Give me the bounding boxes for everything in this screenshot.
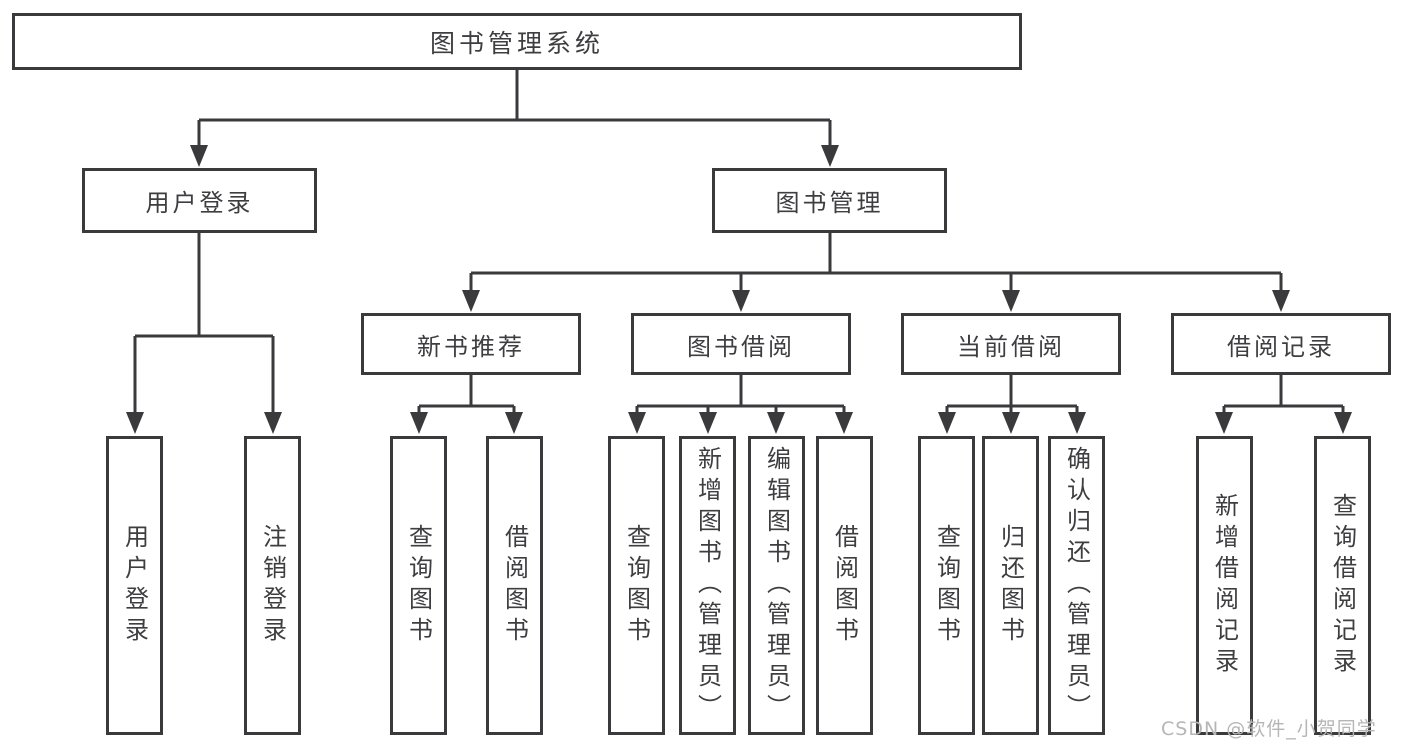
node-label: 图书借阅 [687, 332, 795, 361]
leaf-label: 借阅图书 [830, 523, 859, 648]
leaf-label: 编辑图书（管理员） [762, 446, 791, 725]
node-current-borrowing: 当前借阅 [901, 313, 1121, 375]
leaf-label: 新增图书（管理员） [693, 446, 722, 725]
watermark-text: CSDN @软件_小贺同学 [1161, 718, 1377, 740]
leaf-return-books: 归还图书 [982, 436, 1039, 735]
node-user-login: 用户登录 [82, 168, 317, 233]
leaf-user-login: 用户登录 [106, 436, 163, 735]
leaf-logout: 注销登录 [244, 436, 301, 735]
leaf-label: 查询图书 [622, 523, 651, 648]
leaf-query-books-borrow: 查询图书 [608, 436, 665, 735]
leaf-label: 确认归还（管理员） [1062, 446, 1091, 725]
node-borrowing-records: 借阅记录 [1171, 313, 1391, 375]
leaf-label: 用户登录 [120, 523, 149, 648]
leaf-borrow-books-recommend: 借阅图书 [486, 436, 543, 735]
leaf-confirm-return-admin: 确认归还（管理员） [1048, 436, 1105, 735]
leaf-query-books-current: 查询图书 [918, 436, 975, 735]
node-label: 当前借阅 [957, 332, 1065, 361]
arrowheads [126, 145, 1352, 434]
leaf-add-book-admin: 新增图书（管理员） [679, 436, 736, 735]
leaf-query-books-recommend: 查询图书 [390, 436, 447, 735]
leaf-label: 查询借阅记录 [1328, 492, 1357, 679]
leaf-add-borrow-record: 新增借阅记录 [1196, 436, 1253, 735]
leaf-label: 注销登录 [258, 523, 287, 648]
leaf-borrow-books: 借阅图书 [816, 436, 873, 735]
node-label: 新书推荐 [417, 332, 525, 361]
leaf-edit-book-admin: 编辑图书（管理员） [748, 436, 805, 735]
node-new-book-recommendation: 新书推荐 [361, 313, 581, 375]
leaf-query-borrow-record: 查询借阅记录 [1314, 436, 1371, 735]
node-label: 图书管理 [775, 189, 884, 217]
leaf-label: 查询图书 [404, 523, 433, 648]
leaf-label: 新增借阅记录 [1210, 492, 1239, 679]
leaf-label: 借阅图书 [500, 523, 529, 648]
node-label: 借阅记录 [1227, 332, 1335, 361]
node-library-management-system: 图书管理系统 [12, 13, 1022, 70]
node-label: 图书管理系统 [429, 28, 604, 58]
node-book-management: 图书管理 [712, 168, 947, 233]
leaf-label: 归还图书 [996, 523, 1025, 648]
leaf-label: 查询图书 [932, 523, 961, 648]
node-label: 用户登录 [145, 189, 254, 217]
node-book-borrowing: 图书借阅 [631, 313, 851, 375]
